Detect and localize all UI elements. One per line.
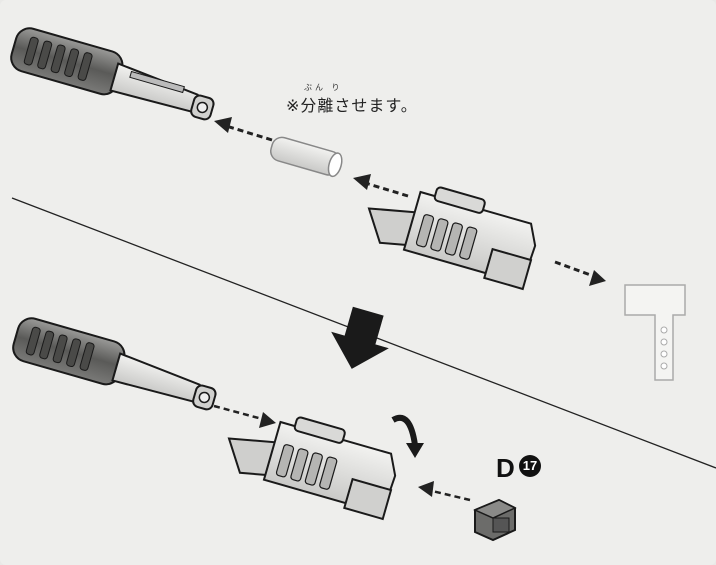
down-arrow — [331, 306, 389, 369]
arrow-barrel-to-body — [213, 404, 267, 422]
connector-piece — [270, 136, 343, 178]
weapon-body-bottom — [227, 416, 397, 521]
weapon-body-top — [367, 186, 537, 291]
separate-note: ※分離させます。 — [286, 96, 418, 115]
part-number-badge: 17 — [519, 455, 541, 477]
arrow-to-stock — [554, 260, 597, 279]
part-letter: D — [496, 453, 515, 483]
arrow-to-barrel — [222, 123, 273, 142]
arrow-part-to-body — [427, 488, 471, 502]
barrel-top — [10, 27, 215, 121]
arrow-to-connector — [361, 180, 409, 198]
barrel-bottom — [12, 317, 217, 411]
rotate-arrow — [391, 414, 418, 446]
part-d17 — [473, 498, 517, 542]
ruby-text: ぶん り — [304, 83, 343, 92]
stock-part — [624, 284, 686, 381]
